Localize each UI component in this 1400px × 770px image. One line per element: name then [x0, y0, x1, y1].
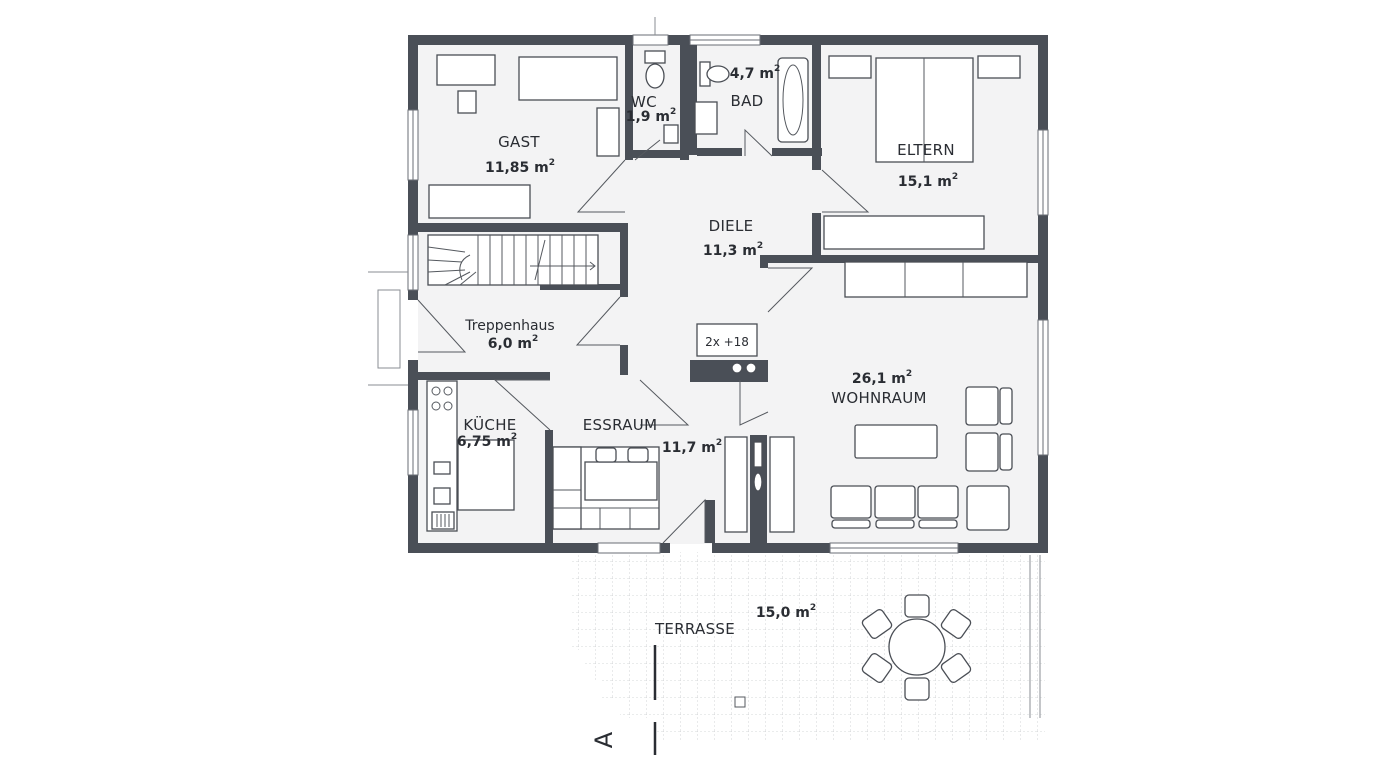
treppenhaus-area: 6,0 m2 [488, 334, 539, 352]
treppenhaus-name: Treppenhaus [464, 318, 554, 334]
diele-name: DIELE [709, 217, 754, 235]
terrace-area [572, 552, 1045, 740]
essraum-name: ESSRAUM [583, 416, 658, 434]
terrasse-name: TERRASSE [654, 620, 735, 638]
wc-name: WC [631, 93, 657, 111]
terrasse-area: 15,0 m2 [756, 603, 816, 621]
outer-walls [408, 35, 1048, 553]
wc-fixtures [644, 50, 679, 144]
eltern-furniture [823, 55, 1021, 250]
wc-area: 1,9 m2 [626, 107, 677, 125]
windows [407, 34, 1049, 554]
fireplace [696, 323, 758, 374]
wohnraum-furniture [830, 261, 1028, 531]
kueche-area: 6,75 m2 [457, 432, 517, 450]
gast-name: GAST [498, 133, 540, 151]
terrace-drain [734, 696, 746, 708]
doors [417, 128, 870, 544]
wohnraum-name: WOHNRAUM [831, 389, 927, 407]
bad-name: BAD [730, 92, 763, 110]
staircase [427, 234, 599, 286]
terrace-dining-set [861, 594, 972, 701]
fireplace-label: 2x +18 [705, 335, 749, 349]
section-marker-label: A [590, 731, 618, 748]
gast-area: 11,85 m2 [485, 158, 555, 176]
essraum-furniture [552, 436, 795, 533]
section-line: A [590, 645, 657, 755]
kueche-furniture [426, 380, 515, 532]
kueche-name: KÜCHE [463, 415, 516, 434]
diele-area: 11,3 m2 [703, 241, 763, 259]
bad-fixtures [694, 57, 809, 143]
bad-area: 4,7 m2 [730, 64, 781, 82]
room-labels: GAST 11,85 m2 WC 1,9 m2 4,7 m2 BAD ELTER… [457, 64, 958, 638]
wohnraum-area: 26,1 m2 [852, 369, 912, 387]
exterior-details [368, 17, 1041, 718]
eltern-area: 15,1 m2 [898, 172, 958, 190]
essraum-area: 11,7 m2 [662, 438, 722, 456]
gast-furniture [428, 54, 620, 219]
eltern-name: ELTERN [897, 141, 955, 159]
